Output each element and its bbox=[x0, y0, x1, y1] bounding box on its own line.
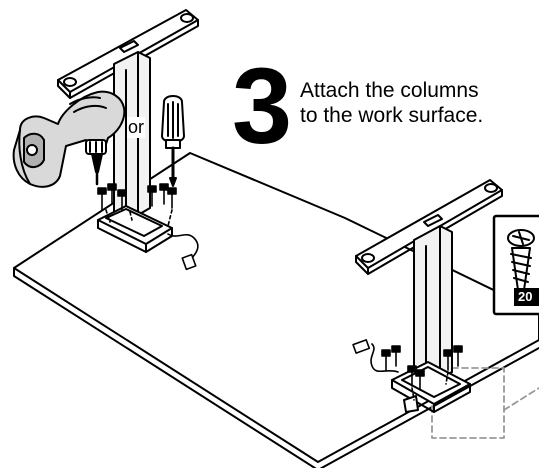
instruction-line-1: Attach the columns bbox=[300, 79, 479, 102]
screw-hardware-box bbox=[492, 214, 539, 316]
instruction-line-2: to the work surface. bbox=[300, 104, 484, 127]
left-motor-cable bbox=[167, 233, 199, 271]
right-column bbox=[352, 179, 503, 413]
power-drill-icon bbox=[12, 90, 126, 188]
detail-callout bbox=[431, 367, 539, 439]
right-screws bbox=[381, 345, 463, 401]
screw-quantity-badge: 20 bbox=[518, 289, 533, 304]
wood-screw-icon bbox=[507, 229, 535, 303]
step-number: 3 bbox=[232, 45, 293, 166]
right-column-tube bbox=[413, 225, 453, 387]
left-column bbox=[57, 9, 199, 271]
left-screws bbox=[97, 183, 177, 227]
screwdriver-icon bbox=[161, 95, 185, 187]
step-instruction: Attach the columns to the work surface. bbox=[300, 78, 483, 128]
right-motor-cable bbox=[352, 339, 399, 373]
left-mounting-bracket bbox=[97, 205, 173, 253]
tool-or-label: or bbox=[127, 117, 146, 138]
